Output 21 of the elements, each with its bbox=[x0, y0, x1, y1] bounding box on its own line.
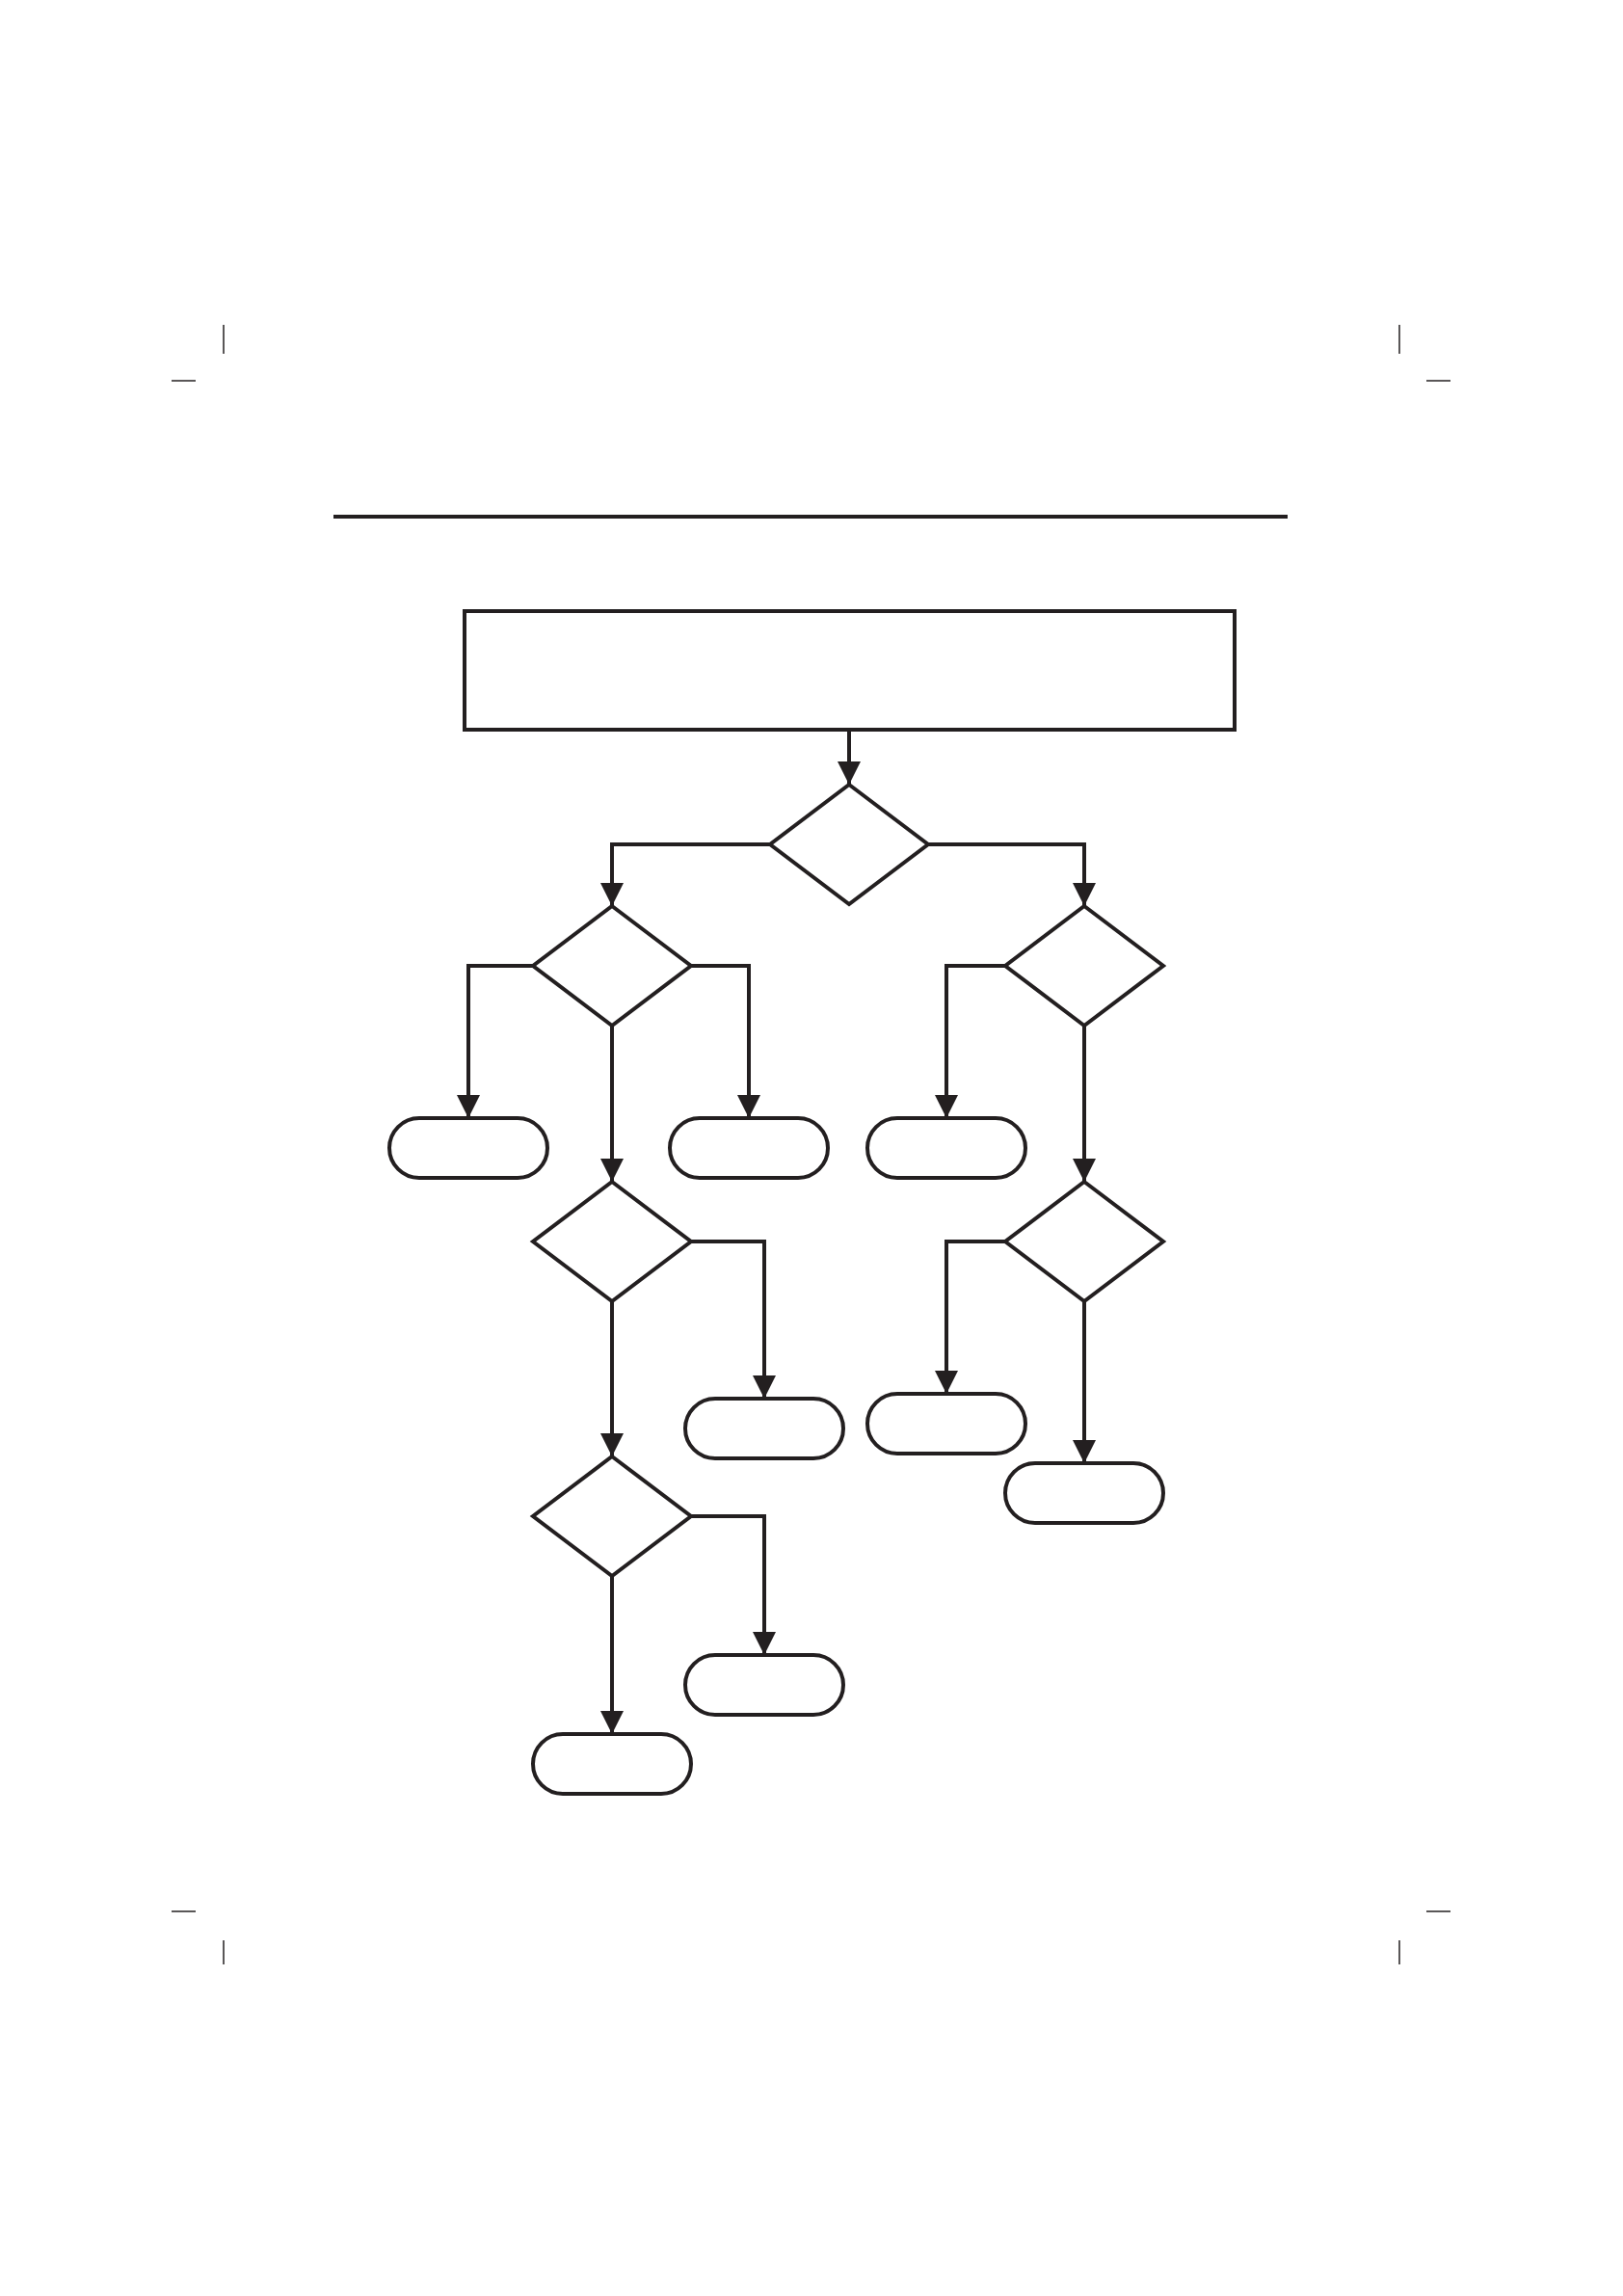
arrow bbox=[935, 1240, 1005, 1394]
arrow bbox=[1073, 1301, 1096, 1463]
arrow bbox=[600, 1026, 624, 1182]
arrow bbox=[1073, 1026, 1096, 1182]
arrow bbox=[935, 964, 1005, 1118]
arrow bbox=[838, 729, 861, 785]
decision-diamond bbox=[1003, 1180, 1165, 1303]
decision-diamond bbox=[1003, 904, 1165, 1028]
arrow bbox=[600, 1576, 624, 1734]
decision-diamond bbox=[531, 904, 693, 1028]
arrow bbox=[600, 842, 770, 906]
arrow bbox=[457, 964, 533, 1118]
arrow bbox=[691, 964, 760, 1118]
process-box bbox=[462, 608, 1237, 732]
arrow bbox=[600, 1301, 624, 1456]
decision-diamond bbox=[768, 783, 930, 906]
arrow bbox=[691, 1514, 776, 1655]
arrow bbox=[928, 842, 1096, 906]
arrow bbox=[691, 1240, 776, 1399]
decision-diamond bbox=[531, 1455, 693, 1578]
decision-diamond bbox=[531, 1180, 693, 1303]
